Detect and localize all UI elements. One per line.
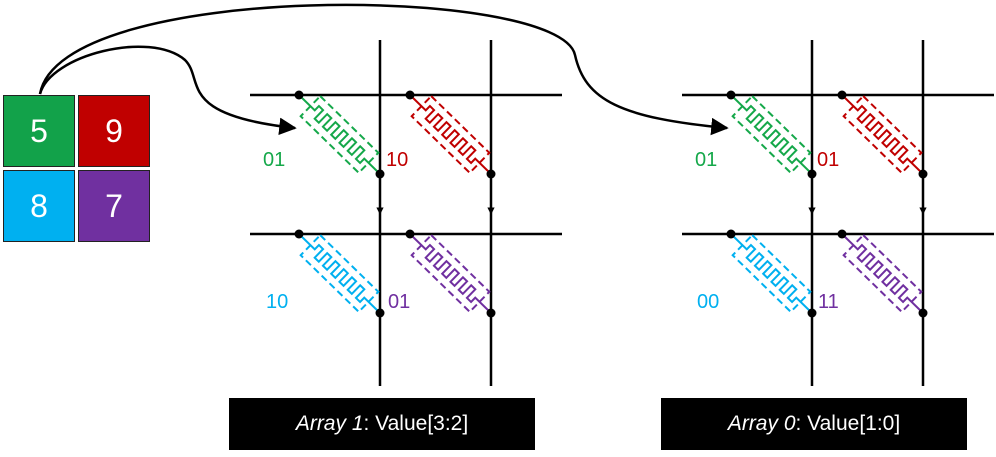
memristor-icon-purple-body	[841, 233, 924, 314]
node-dot-icon	[837, 229, 847, 239]
node-dot-icon	[807, 308, 817, 318]
node-dot-icon	[375, 169, 385, 179]
memristor-icon-green	[730, 94, 813, 175]
bits-array-0-blue: 00	[697, 291, 720, 313]
node-dot-icon	[294, 90, 304, 100]
memristor-icon-purple-body	[409, 233, 492, 314]
matrix-cell-top-right: 9	[78, 95, 150, 167]
memristor-icon-purple-box	[410, 233, 491, 314]
memristor-icon-blue-wave	[298, 233, 381, 314]
memristor-icon-green	[298, 94, 381, 175]
bits-array-1-purple: 01	[388, 291, 411, 313]
memristor-icon-red-wave	[409, 94, 492, 175]
node-dot-icon	[837, 90, 847, 100]
matrix-cell-bottom-right: 7	[78, 170, 150, 242]
caption-array-0-name: Array 0	[727, 412, 796, 435]
memristor-icon-blue-body	[298, 233, 381, 314]
memristor-icon-blue	[298, 233, 381, 314]
node-dot-icon	[807, 169, 817, 179]
bits-array-1-blue: 10	[266, 291, 289, 313]
node-dot-icon	[405, 229, 415, 239]
bits-array-0-green: 01	[695, 149, 718, 171]
crossbar-array-0	[682, 40, 994, 386]
memristor-icon-purple-box	[842, 233, 923, 314]
memristor-icon-purple	[841, 233, 924, 314]
caption-array-1-name: Array 1	[295, 412, 364, 435]
memristor-icon-green-wave	[730, 94, 813, 175]
memristor-icon-green-wave	[298, 94, 381, 175]
caption-array-0: Array 0: Value[1:0]	[661, 398, 967, 450]
memristor-icon-green-body	[730, 94, 813, 175]
curve-to-array-0	[38, 3, 729, 136]
memristor-icon-red-box	[842, 94, 923, 175]
memristor-icon-red	[841, 94, 924, 175]
bits-array-0-purple: 11	[818, 291, 839, 313]
bits-array-1-green: 01	[263, 149, 286, 171]
memristor-icon-blue-box	[731, 233, 812, 314]
memristor-icon-green-box	[299, 94, 380, 175]
caption-array-1: Array 1: Value[3:2]	[229, 398, 535, 450]
memristor-icon-red-wave	[841, 94, 924, 175]
memristor-icon-red-box	[410, 94, 491, 175]
memristor-icon-red-body	[841, 94, 924, 175]
node-dot-icon	[918, 169, 928, 179]
memristor-icon-blue-box	[299, 233, 380, 314]
memristor-icon-blue	[730, 233, 813, 314]
node-dot-icon	[726, 90, 736, 100]
memristor-icon-green-body	[298, 94, 381, 175]
matrix-cell-bottom-left: 8	[3, 170, 75, 242]
node-dot-icon	[486, 308, 496, 318]
memristor-icon-red	[409, 94, 492, 175]
crossbar-array-1	[250, 40, 562, 386]
memristor-icon-purple-wave	[409, 233, 492, 314]
memristor-icon-purple-wave	[841, 233, 924, 314]
bits-array-0-red: 01	[817, 149, 840, 171]
node-dot-icon	[405, 90, 415, 100]
node-dot-icon	[918, 308, 928, 318]
caption-array-0-suffix: : Value[1:0]	[795, 412, 901, 435]
memristor-icon-green-box	[731, 94, 812, 175]
matrix-cell-top-left: 5	[3, 95, 75, 167]
memristor-icon-blue-wave	[730, 233, 813, 314]
memristor-icon-purple	[409, 233, 492, 314]
node-dot-icon	[375, 308, 385, 318]
node-dot-icon	[726, 229, 736, 239]
caption-array-1-suffix: : Value[3:2]	[363, 412, 469, 435]
bits-array-1-red: 10	[386, 149, 409, 171]
memristor-icon-red-body	[409, 94, 492, 175]
node-dot-icon	[294, 229, 304, 239]
node-dot-icon	[486, 169, 496, 179]
memristor-icon-blue-body	[730, 233, 813, 314]
curve-to-array-1	[38, 45, 297, 135]
